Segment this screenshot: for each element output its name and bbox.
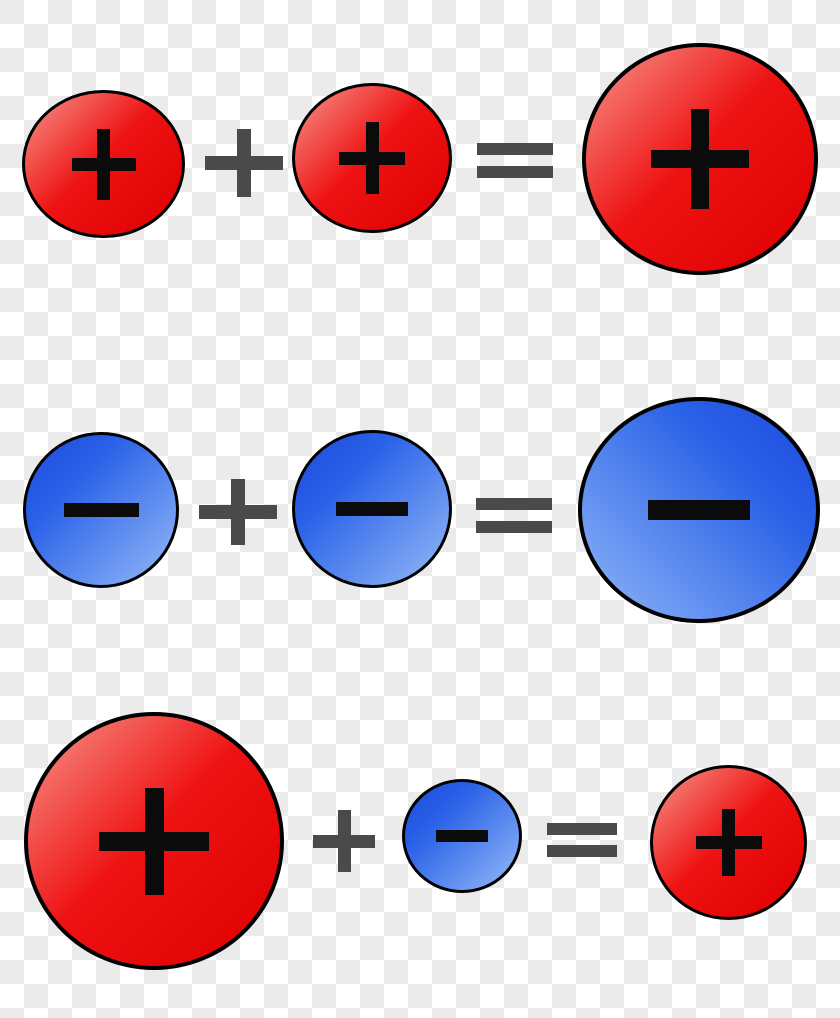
equals-operator xyxy=(477,165,553,178)
equals-operator xyxy=(476,497,552,510)
equals-operator xyxy=(547,823,617,835)
plus-sign xyxy=(144,787,164,895)
plus-sign xyxy=(722,809,735,876)
minus-sign xyxy=(436,830,488,842)
equals-operator xyxy=(476,520,552,533)
add-operator xyxy=(237,129,251,197)
minus-sign xyxy=(648,500,750,520)
plus-sign xyxy=(365,122,379,194)
minus-sign xyxy=(63,503,139,517)
add-operator xyxy=(231,479,245,545)
plus-sign xyxy=(691,109,709,209)
plus-sign xyxy=(97,128,110,200)
equals-operator xyxy=(547,845,617,857)
minus-sign xyxy=(336,502,408,516)
equals-operator xyxy=(477,142,553,155)
add-operator xyxy=(337,810,351,872)
